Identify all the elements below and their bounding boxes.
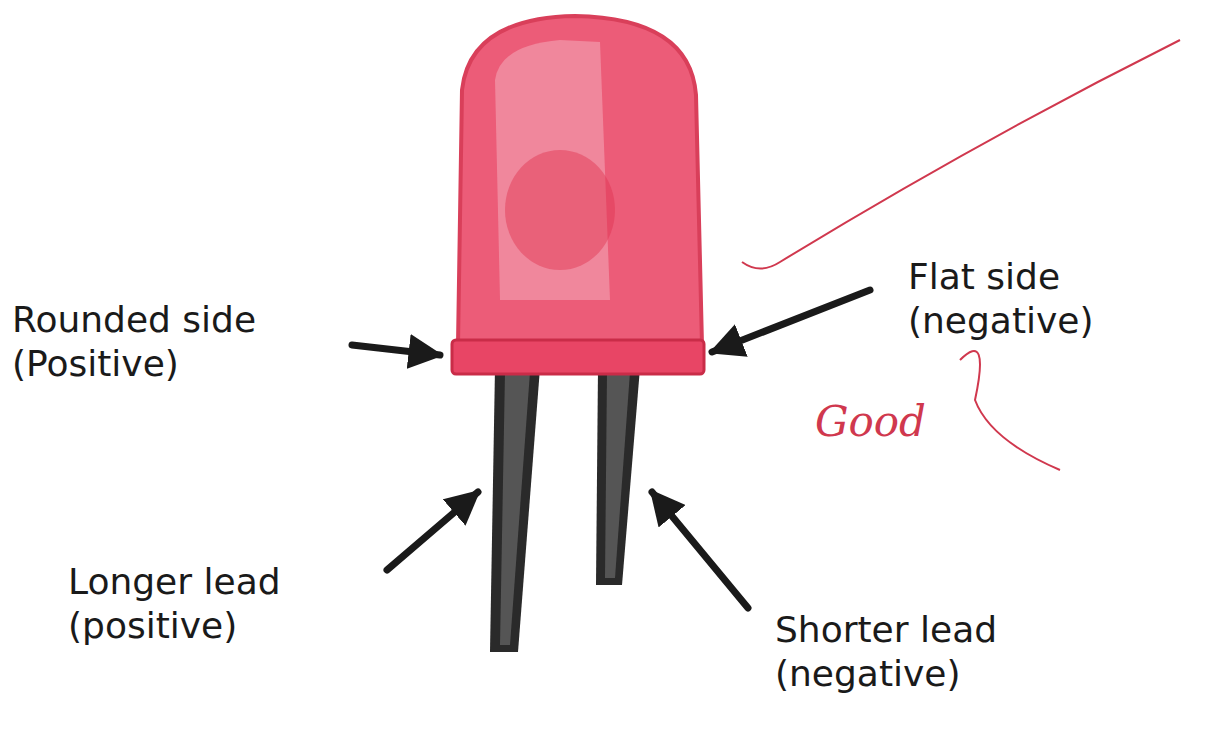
part-label: Longer lead (positive) bbox=[68, 560, 368, 648]
check-mark bbox=[742, 40, 1180, 269]
shorter-lead bbox=[596, 368, 640, 585]
part-label: Shorter lead (negative) bbox=[775, 608, 1105, 696]
led-rim bbox=[452, 340, 704, 374]
lead-highlight bbox=[500, 372, 530, 645]
leader-arrow bbox=[712, 290, 870, 352]
part-label: Rounded side (Positive) bbox=[12, 298, 312, 386]
led-shade bbox=[505, 150, 615, 270]
leader-arrow bbox=[652, 492, 748, 608]
teacher-note: Good bbox=[815, 400, 1015, 444]
leader-arrow bbox=[387, 492, 478, 570]
lead-highlight bbox=[605, 372, 630, 578]
leader-arrow bbox=[352, 345, 440, 355]
led-body bbox=[458, 16, 702, 345]
check-swoop bbox=[960, 351, 1060, 470]
part-label: Flat side (negative) bbox=[908, 255, 1198, 343]
longer-lead bbox=[490, 368, 540, 652]
